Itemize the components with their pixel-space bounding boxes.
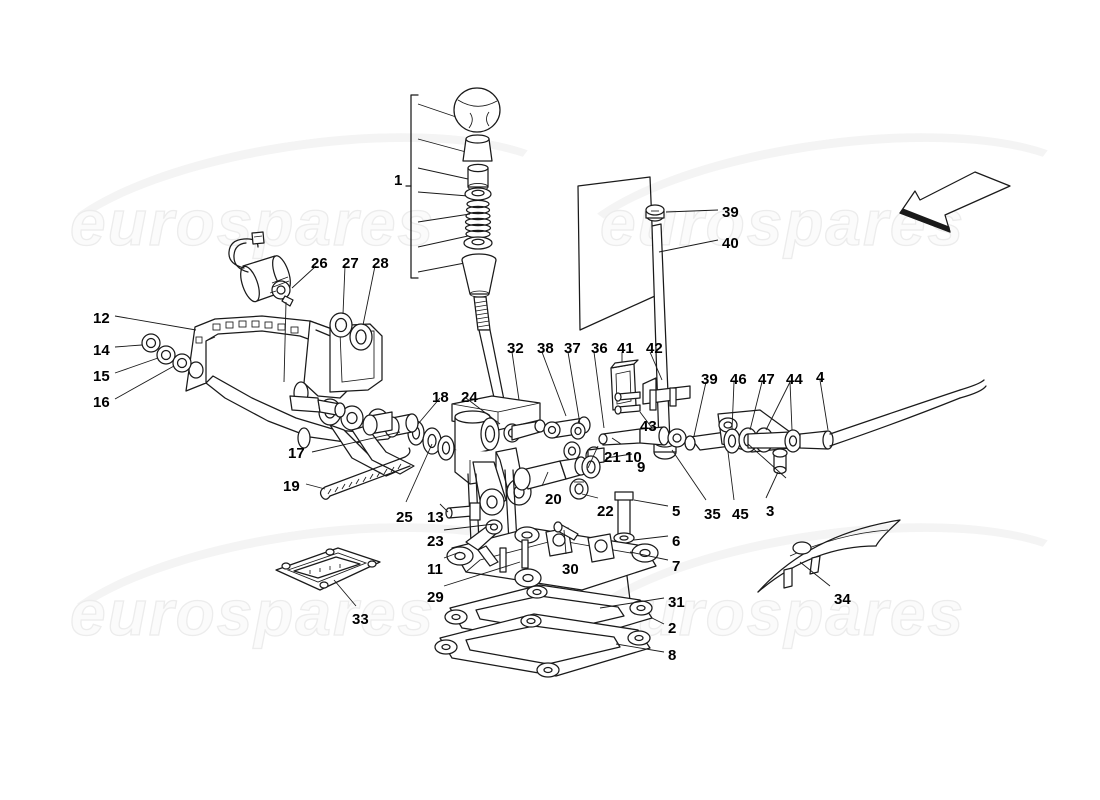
bushings-27-28: [329, 312, 373, 351]
callout-number: 29: [427, 589, 444, 606]
callout-number: 17: [288, 445, 305, 462]
callout-number: 39: [701, 371, 718, 388]
gear-lever-assembly-art: [453, 87, 509, 421]
callout-number: 32: [507, 340, 524, 357]
support-bracket-art: [205, 320, 415, 477]
callout-number: 11: [427, 561, 443, 578]
callout-number: 37: [564, 340, 581, 357]
callout-number: 47: [758, 371, 775, 388]
callout-leader-lines: [114, 209, 831, 653]
callout-number: 41: [617, 340, 634, 357]
callout-number: 30: [562, 561, 579, 578]
callout-number: 26: [311, 255, 328, 272]
callout-number: 16: [93, 394, 110, 411]
callout-number: 6: [672, 533, 681, 550]
return-spring-art: [319, 447, 411, 500]
callout-number: 39: [722, 204, 739, 221]
group-bracket-1: [405, 94, 419, 279]
callout-number: 45: [732, 506, 749, 523]
callout-number: 43: [640, 418, 657, 435]
bracket-42: [614, 377, 691, 415]
callout-number: 23: [427, 533, 444, 550]
callout-number: 35: [704, 506, 721, 523]
callout-number: 10: [625, 449, 642, 466]
callout-number: 3: [766, 503, 775, 520]
control-housing-art: [451, 395, 546, 567]
callout-number: 40: [722, 235, 739, 252]
callout-number: 46: [730, 371, 747, 388]
callout-number: 42: [646, 340, 663, 357]
callout-number: 5: [672, 503, 681, 520]
callout-number: 15: [93, 368, 110, 385]
gasket-8: [434, 613, 651, 678]
bushings-18-25: [362, 411, 455, 461]
callout-number: 13: [427, 509, 444, 526]
solenoid-art: [228, 231, 294, 307]
callout-number: 20: [545, 491, 562, 508]
callout-number: 22: [597, 503, 614, 520]
callout-number: 38: [537, 340, 554, 357]
trim-strip-art: [757, 519, 901, 593]
callout-number: 33: [352, 611, 369, 628]
washers-nuts-art: [141, 333, 192, 373]
callout-number: 12: [93, 310, 110, 327]
switch-block-41: [610, 359, 639, 411]
callout-number: 7: [672, 558, 681, 575]
callout-number: 19: [283, 478, 300, 495]
cable-linkage-art: [684, 379, 987, 475]
callout-number: 4: [816, 369, 825, 386]
callout-number: 28: [372, 255, 389, 272]
callout-number: 36: [591, 340, 608, 357]
callout-number: 1: [394, 172, 403, 189]
callout-number: 14: [93, 342, 110, 359]
linkage-rods-art: [513, 416, 687, 500]
bolt-13: [445, 502, 481, 521]
callout-number: 27: [342, 255, 359, 272]
callout-number: 25: [396, 509, 413, 526]
gate-cover-plate-art: [275, 547, 381, 591]
callout-number: 9: [637, 459, 646, 476]
callout-number: 21: [604, 449, 621, 466]
upper-panel-outline: [577, 176, 656, 331]
callout-number: 24: [461, 389, 478, 406]
base-plate-art: [446, 519, 659, 591]
callout-number: 2: [668, 620, 677, 637]
callout-number: 34: [834, 591, 851, 608]
orientation-arrow-shape: [899, 171, 1011, 233]
callout-number: 31: [668, 594, 685, 611]
callout-number: 8: [668, 647, 677, 664]
callout-number: 18: [432, 389, 449, 406]
leader-lines-group1: [417, 103, 471, 273]
callout-number: 44: [786, 371, 803, 388]
